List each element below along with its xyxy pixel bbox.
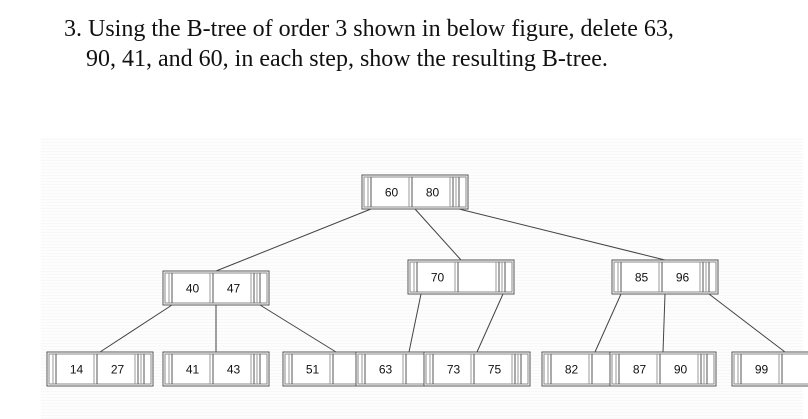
tree-node-leaf-87-90: 87 90 <box>609 351 717 387</box>
node-inner-border <box>611 353 715 385</box>
tree-edge-middle-internal-to-leaf-73-75 <box>476 293 504 353</box>
node-inner-border <box>409 261 513 293</box>
node-key-75: 75 <box>488 363 502 377</box>
node-outer-border <box>423 351 531 387</box>
node-key-63: 63 <box>379 363 393 377</box>
node-key-96: 96 <box>676 271 690 285</box>
tree-node-leaf-73-75: 73 75 <box>423 351 531 387</box>
question-line-1: 3. Using the B-tree of order 3 shown in … <box>64 16 674 42</box>
node-inner-border <box>613 261 717 293</box>
node-key-60: 60 <box>385 186 399 200</box>
tree-edge-left-internal-to-leaf-14-27 <box>99 304 173 353</box>
tree-edge-root-to-middle-internal <box>414 208 462 261</box>
node-inner-border <box>164 272 268 304</box>
node-key-73: 73 <box>447 363 461 377</box>
node-key-85: 85 <box>635 271 649 285</box>
tree-edge-root-to-right-internal <box>458 208 666 261</box>
question-text: 3. Using the B-tree of order 3 shown in … <box>64 14 784 74</box>
node-key-82: 82 <box>565 363 579 377</box>
tree-node-right-internal: 85 96 <box>611 259 719 295</box>
tree-node-leaf-99: 99 <box>731 351 808 387</box>
node-outer-border <box>611 259 719 295</box>
node-inner-border <box>164 353 268 385</box>
node-key-51: 51 <box>306 363 320 377</box>
tree-node-root: 60 80 <box>361 174 469 210</box>
tree-node-left-internal: 40 47 <box>162 270 270 306</box>
node-outer-border <box>609 351 717 387</box>
node-inner-border <box>48 353 152 385</box>
node-outer-border <box>162 270 270 306</box>
node-key-14: 14 <box>70 363 84 377</box>
node-outer-border <box>407 259 515 295</box>
node-key-80: 80 <box>426 186 440 200</box>
question-line-2: 90, 41, and 60, in each step, show the r… <box>86 46 608 72</box>
node-key-99: 99 <box>755 363 769 377</box>
tree-node-leaf-41-43: 41 43 <box>162 351 270 387</box>
tree-edge-middle-internal-to-leaf-63 <box>408 293 422 353</box>
tree-edge-right-internal-to-leaf-99 <box>708 293 786 353</box>
tree-node-middle-internal: 70 <box>407 259 515 295</box>
node-key-40: 40 <box>186 282 200 296</box>
node-key-43: 43 <box>227 363 241 377</box>
tree-edge-left-internal-to-leaf-51 <box>259 304 337 353</box>
node-key-27: 27 <box>111 363 125 377</box>
node-key-70: 70 <box>431 271 445 285</box>
node-key-47: 47 <box>227 282 241 296</box>
tree-node-leaf-14-27: 14 27 <box>46 351 154 387</box>
tree-edge-root-to-left-internal <box>215 208 372 272</box>
node-inner-border <box>425 353 529 385</box>
node-outer-border <box>162 351 270 387</box>
tree-edge-right-internal-to-leaf-82 <box>594 293 622 353</box>
node-inner-border <box>363 176 467 208</box>
node-inner-border <box>733 353 808 385</box>
node-key-41: 41 <box>186 363 200 377</box>
node-outer-border <box>731 351 808 387</box>
node-key-90: 90 <box>674 363 688 377</box>
tree-edge-right-internal-to-leaf-87-90 <box>662 293 666 353</box>
node-outer-border <box>46 351 154 387</box>
node-outer-border <box>361 174 469 210</box>
node-key-87: 87 <box>633 363 647 377</box>
tree-edges <box>99 208 786 353</box>
